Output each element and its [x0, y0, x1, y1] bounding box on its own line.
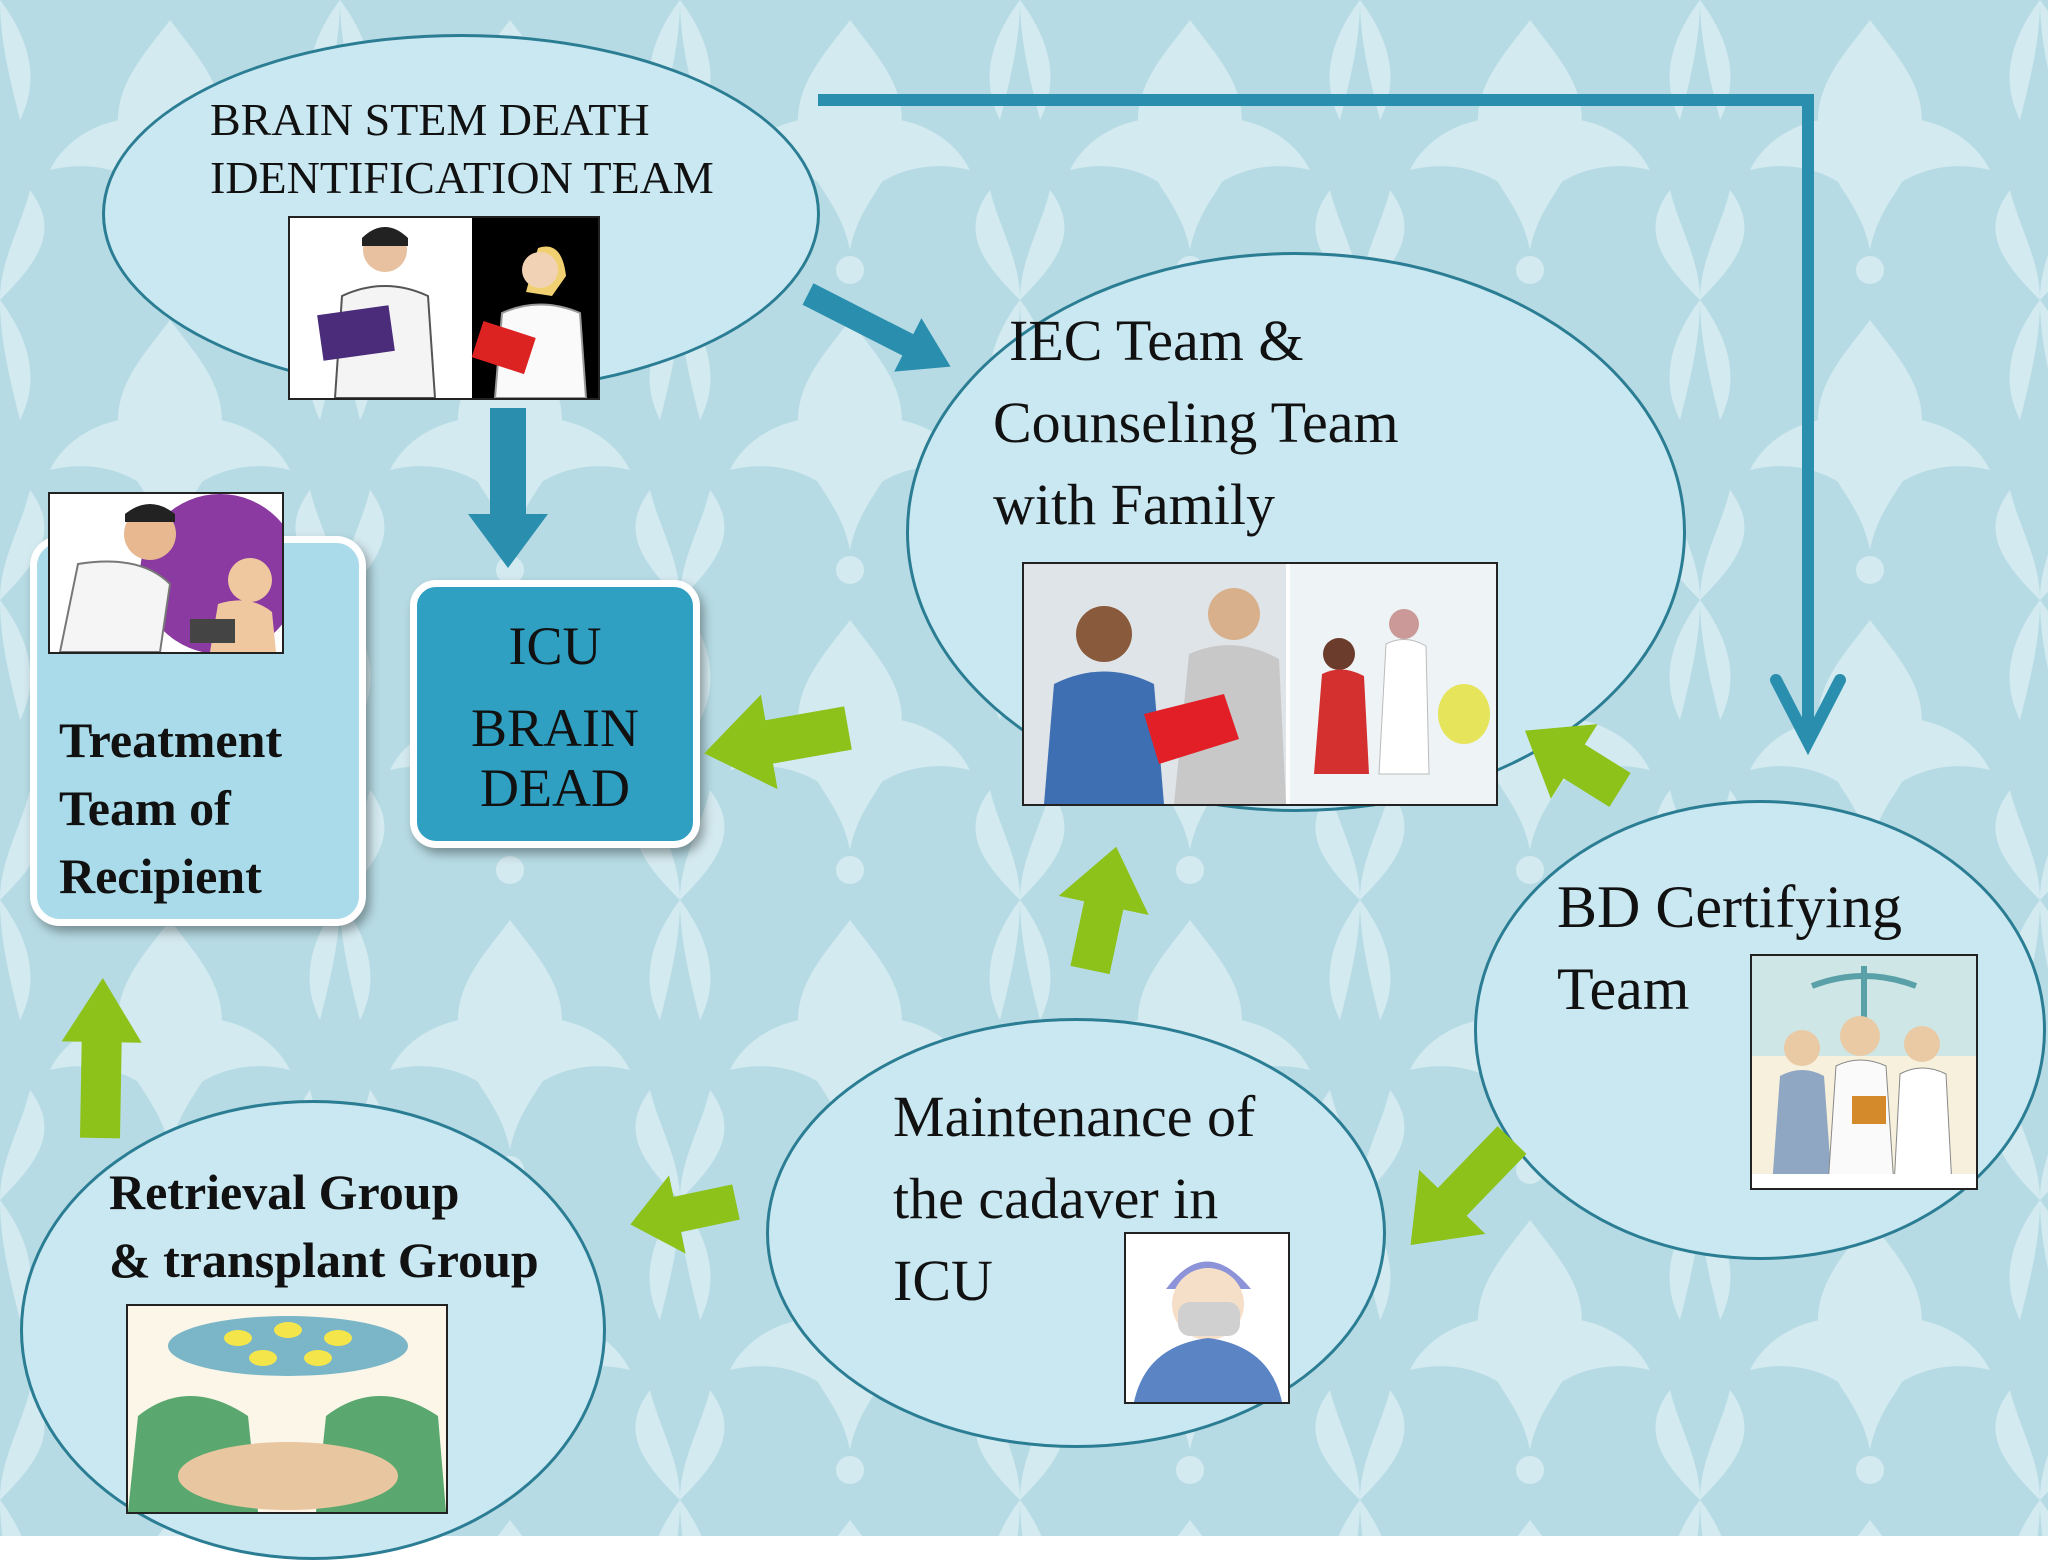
bd-line1: BD Certifying [1557, 874, 1902, 940]
surgeon-mask-icon [1124, 1232, 1290, 1404]
icu-brain-dead-node: ICU BRAIN DEAD [410, 580, 700, 848]
bd-line2: Team [1557, 956, 1690, 1022]
treatment-line3: Recipient [59, 848, 262, 904]
brain-stem-line1: BRAIN STEM DEATH [210, 94, 650, 145]
maintenance-cadaver-icu-node: Maintenance of the cadaver in ICU [766, 1018, 1386, 1448]
brain-stem-death-identification-team-node: BRAIN STEM DEATH IDENTIFICATION TEAM [102, 34, 820, 394]
icu-line3: DEAD [480, 758, 630, 818]
icu-line2: BRAIN [470, 698, 639, 758]
iec-line3: with Family [993, 472, 1275, 537]
counseling-photos-icon [1022, 562, 1498, 806]
retrieval-line1: Retrieval Group [109, 1164, 460, 1220]
maintenance-line2: the cadaver in [893, 1166, 1219, 1231]
retrieval-line2: & transplant Group [109, 1232, 539, 1288]
surgery-team-icon [126, 1304, 448, 1514]
doctor-examining-child-icon [48, 492, 284, 654]
icu-line1: ICU [508, 616, 602, 676]
maintenance-line3: ICU [893, 1248, 993, 1313]
medical-team-icon [1750, 954, 1978, 1190]
treatment-line1: Treatment [59, 712, 283, 768]
maintenance-line1: Maintenance of [893, 1084, 1256, 1149]
brain-stem-line2: IDENTIFICATION TEAM [210, 152, 714, 203]
iec-line2: Counseling Team [993, 390, 1399, 455]
iec-line1: IEC Team & [1009, 308, 1304, 373]
doctors-with-clipboards-icon [288, 216, 600, 400]
treatment-line2: Team of [59, 780, 231, 836]
